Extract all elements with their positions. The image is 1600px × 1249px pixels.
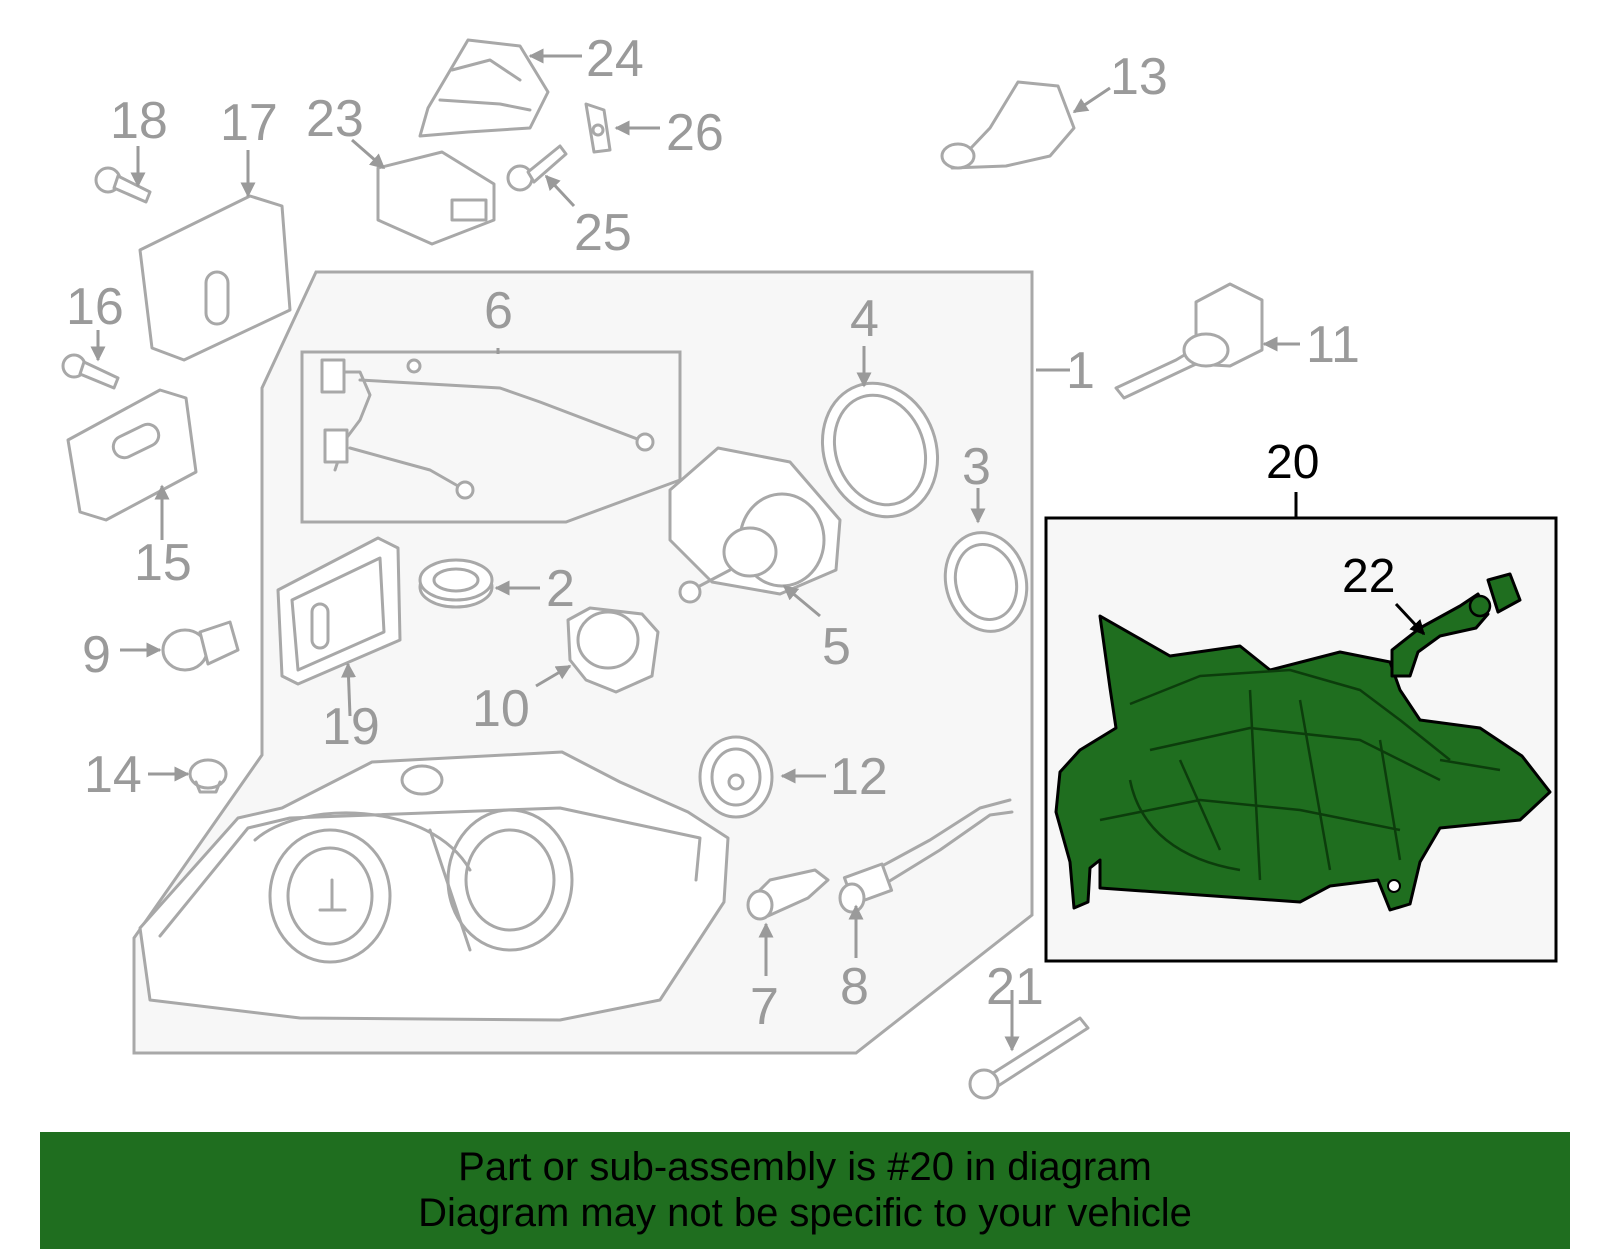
part-21-bolt xyxy=(968,1016,1090,1100)
part-22-clip-highlight xyxy=(1390,572,1522,678)
part-7-bulb xyxy=(746,868,830,921)
leader-lines xyxy=(90,48,1300,1052)
part-9-bulb xyxy=(161,620,240,672)
callout-22: 22 xyxy=(1342,550,1395,603)
part-20-bracket-highlight xyxy=(1054,614,1552,912)
part-26-clip xyxy=(584,102,612,154)
part-25-screw xyxy=(506,144,568,192)
part-18-screw xyxy=(94,166,152,204)
callout-labels: 1 2 3 4 5 6 7 8 9 10 11 12 13 14 15 16 1… xyxy=(66,30,1395,1036)
part-5-motor xyxy=(668,446,842,604)
callout-17: 17 xyxy=(220,94,278,152)
banner-line-1: Part or sub-assembly is #20 in diagram xyxy=(458,1145,1152,1189)
callout-26: 26 xyxy=(666,104,724,162)
part-12-socket xyxy=(698,735,774,819)
part-17-ballast xyxy=(138,194,292,362)
part-19-ballast-frame xyxy=(276,536,402,686)
part-16-screw xyxy=(61,353,120,390)
callout-25: 25 xyxy=(574,204,632,262)
callout-13: 13 xyxy=(1110,48,1168,106)
callout-16: 16 xyxy=(66,278,124,336)
part-2-cap xyxy=(418,558,494,609)
callout-18: 18 xyxy=(110,92,168,150)
callout-21: 21 xyxy=(986,958,1044,1016)
part-3-ring xyxy=(943,531,1029,633)
callout-4: 4 xyxy=(850,290,879,348)
callout-24: 24 xyxy=(586,30,644,88)
callout-2: 2 xyxy=(546,560,575,618)
callout-8: 8 xyxy=(840,958,869,1016)
part-10-socket xyxy=(566,606,660,694)
banner-line-2: Diagram may not be specific to your vehi… xyxy=(418,1191,1192,1235)
callout-10: 10 xyxy=(472,680,530,738)
info-banner: Part or sub-assembly is #20 in diagram D… xyxy=(40,1132,1570,1249)
callout-15: 15 xyxy=(134,534,192,592)
callout-19: 19 xyxy=(322,698,380,756)
headlamp-housing xyxy=(138,750,730,1022)
part-8-harness xyxy=(838,798,1014,914)
callout-9: 9 xyxy=(82,626,111,684)
part-24-bracket xyxy=(418,38,550,138)
part-14-plug xyxy=(188,758,228,794)
callout-1: 1 xyxy=(1066,342,1095,400)
callout-7: 7 xyxy=(750,978,779,1036)
callout-6: 6 xyxy=(484,282,513,340)
callout-12: 12 xyxy=(830,748,888,806)
callout-23: 23 xyxy=(306,90,364,148)
callout-14: 14 xyxy=(84,746,142,804)
callout-5: 5 xyxy=(822,618,851,676)
part-23-module xyxy=(376,150,496,246)
callout-11: 11 xyxy=(1306,316,1360,374)
part-4-ring xyxy=(820,381,940,519)
part-11-bulb xyxy=(1114,282,1264,400)
callout-3: 3 xyxy=(962,438,991,496)
callout-20: 20 xyxy=(1266,436,1319,489)
leader-22 xyxy=(1394,602,1426,636)
part-13-bulb xyxy=(940,80,1076,170)
leveling-sensor-box xyxy=(300,350,682,524)
part-15-module xyxy=(66,388,198,522)
